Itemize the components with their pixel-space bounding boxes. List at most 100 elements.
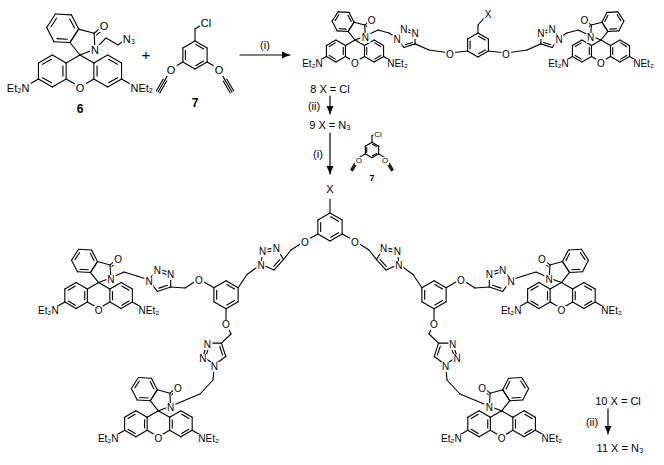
label-anchor: N [545,270,554,286]
bond-line [65,302,76,309]
bond-line [157,390,170,393]
atom-label: O [214,65,225,76]
bond-line [318,213,330,220]
bond-line [108,79,122,87]
bond-line [112,291,113,299]
bond-line [629,46,630,57]
bond-line [192,417,193,430]
label-anchor: N [441,357,450,373]
label-anchor: O [75,79,86,95]
bond-line [150,401,158,411]
bond-line [611,57,621,63]
bond-line [52,79,66,87]
bond-line [547,291,548,299]
bond-line [137,399,150,401]
atom-label: N [399,25,408,35]
atom-label: Cl [373,131,383,139]
bond-line [510,399,523,401]
bond-line [124,417,125,430]
bond-line [366,47,367,54]
label-anchor: N [586,28,595,44]
bond-line [181,430,192,437]
label-anchor: 11 X = N₃ [596,439,645,455]
bond-line [550,262,563,265]
bond-line [524,411,535,418]
bond-line [535,417,536,430]
atom-label: O [445,50,455,60]
bond-line [128,414,135,418]
label-anchor: N [399,20,408,36]
bond-line [573,283,584,290]
bond-line [467,417,468,430]
label-anchor: O [477,379,487,395]
bond-line [570,271,583,273]
atom-label: N [198,354,207,364]
bond-line [424,290,425,299]
label-anchor: (ii) [307,97,321,113]
bond-line [195,62,207,69]
bond-line [562,250,568,262]
label-anchor: (i) [259,36,271,52]
atom-label: N [545,275,554,285]
bond-line [183,62,195,69]
bond-line [221,334,231,343]
bond-line [138,377,151,379]
bond-line [567,30,578,33]
bond-line [125,411,136,418]
bond-line [183,41,195,48]
bond-line [317,220,318,234]
atom-label: NEt₂ [197,434,220,444]
bond-line [352,164,356,171]
bond-line [434,302,446,309]
label-anchor: O [300,233,310,249]
bond-line [378,146,379,154]
bond-line [591,46,592,57]
label-anchor: N₃ [122,30,136,46]
label-anchor: O [173,379,183,395]
bond-line [226,281,238,288]
label-anchor: N [210,357,219,373]
bond-line [575,291,576,299]
bond-line [124,272,137,276]
bond-line [92,250,98,262]
atom-label: O [537,255,547,265]
label-anchor: O [166,61,177,77]
atom-label: N [554,35,563,45]
bond-line [413,275,422,288]
label-anchor: O [445,45,455,61]
atom-label: N [144,277,153,287]
bond-line [335,15,339,21]
atom-label: O [381,157,389,165]
bond-line [531,301,538,305]
bond-line [329,56,335,60]
bond-line [150,382,154,389]
bond-line [620,40,630,46]
atom-label: N [272,244,281,254]
bond-line [378,30,389,33]
bond-line [336,40,346,46]
atom-label: N [441,362,450,372]
bond-line [468,51,478,57]
bond-line [75,253,80,260]
bond-line [170,430,181,437]
bond-line [595,289,596,302]
bond-line [348,15,351,21]
bond-line [87,283,98,290]
bond-line [602,22,608,31]
bond-line [583,260,589,272]
label-anchor: O [537,250,547,266]
label-anchor: N [106,270,115,286]
bond-line [182,48,183,62]
atom-label: N₃ [122,34,136,45]
bond-line [329,43,335,47]
atom-label: N [203,340,212,350]
label-anchor: N [258,242,267,258]
label-anchor: N [256,256,265,272]
bond-line [38,55,52,63]
bond-line [589,47,590,54]
label-anchor: O [596,54,606,70]
bond-line [478,33,488,39]
atom-label: N [166,403,175,413]
bond-line [435,301,443,305]
